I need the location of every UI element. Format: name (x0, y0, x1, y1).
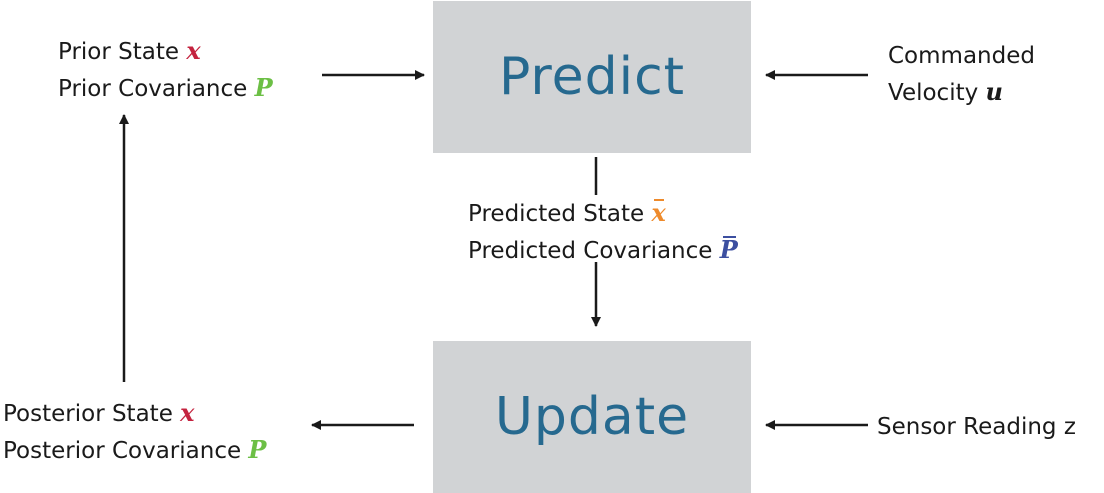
prior-state-symbol: x (186, 36, 201, 65)
predicted-covariance-text: Predicted Covariance (468, 238, 713, 264)
update-box-label: Update (494, 387, 690, 447)
prior-covariance-line: Prior Covariance P (58, 70, 273, 107)
sensor-reading-text: Sensor Reading z (877, 414, 1076, 440)
posterior-state-line: Posterior State x (3, 395, 266, 432)
posterior-label: Posterior State x Posterior Covariance P (3, 395, 266, 469)
posterior-state-text: Posterior State (3, 401, 173, 427)
posterior-covariance-text: Posterior Covariance (3, 438, 242, 464)
update-box: Update (433, 341, 751, 493)
posterior-state-symbol: x (180, 398, 195, 427)
velocity-text: Velocity (888, 80, 979, 106)
prior-state-line: Prior State x (58, 33, 273, 70)
predicted-covariance-line: Predicted Covariance P (468, 232, 738, 269)
predicted-covariance-symbol: P (720, 232, 738, 268)
prior-label: Prior State x Prior Covariance P (58, 33, 273, 107)
velocity-symbol: u (985, 77, 1003, 106)
prior-state-text: Prior State (58, 39, 180, 65)
posterior-covariance-symbol: P (248, 435, 267, 464)
predicted-state-text: Predicted State (468, 201, 645, 227)
predicted-state-symbol: x (651, 195, 665, 231)
prior-covariance-text: Prior Covariance (58, 76, 248, 102)
commanded-velocity-label: Commanded Velocity u (888, 38, 1035, 111)
velocity-line: Velocity u (888, 74, 1035, 111)
commanded-line: Commanded (888, 43, 1035, 69)
predicted-state-line: Predicted State x (468, 195, 738, 232)
prior-covariance-symbol: P (254, 73, 273, 102)
sensor-reading-label: Sensor Reading z (877, 409, 1076, 445)
predict-box-label: Predict (498, 47, 686, 107)
posterior-covariance-line: Posterior Covariance P (3, 432, 266, 469)
predicted-label: Predicted State x Predicted Covariance P (468, 195, 738, 269)
predict-box: Predict (433, 1, 751, 153)
